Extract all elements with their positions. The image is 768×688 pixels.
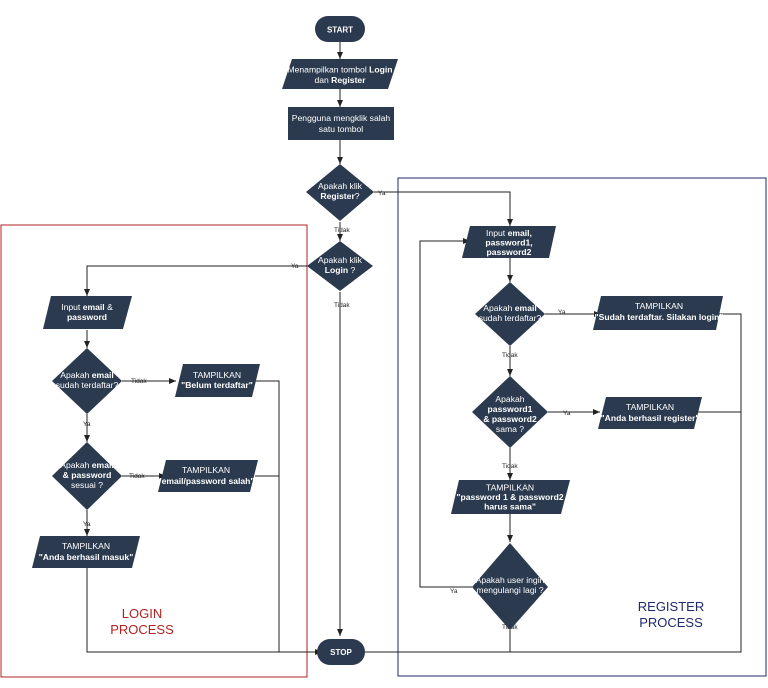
edge-label-ya: Ya [450, 588, 458, 595]
decision-register-line1: Apakah klik [318, 181, 363, 191]
login-decision-email: Apakah email sudah terdaftar? [52, 348, 122, 414]
register-decision-email-line1: Apakah email [483, 303, 537, 313]
decision-register-line2: Register? [320, 191, 359, 201]
show-wrong-password-line1: TAMPILKAN [182, 465, 230, 475]
edge-label-tidak: Tidak [131, 378, 147, 385]
register-decision-repeat: Apakah user ingin mengulangi lagi ? [472, 543, 548, 630]
edge-label-ya: Ya [563, 410, 571, 417]
user-click-node: Pengguna mengklik salah satu tombol [288, 107, 394, 140]
login-decision-email-line1: Apakah email [60, 370, 114, 380]
login-input-line2: password [67, 312, 107, 322]
register-decision-password-line4: sama ? [496, 424, 524, 434]
show-register-success-node: TAMPILKAN "Anda berhasil register" [598, 397, 702, 429]
decision-login-line1: Apakah klik [318, 255, 363, 265]
edge-label-tidak: Tidak [502, 352, 518, 359]
login-decision-password-line3: sesuai ? [71, 480, 103, 490]
show-wrong-password-node: TAMPILKAN "email/password salah" [158, 460, 258, 492]
show-login-success-line1: TAMPILKAN [62, 541, 110, 551]
show-not-registered-node: TAMPILKAN "Belum terdaftar" [175, 364, 260, 397]
show-already-registered-line2: "Sudah terdaftar. Silakan login" [595, 312, 724, 322]
edge-label-ya: Ya [378, 190, 386, 197]
decision-register: Apakah klik Register? [306, 164, 374, 221]
show-login-success-node: TAMPILKAN "Anda berhasil masuk" [32, 536, 140, 568]
register-decision-repeat-line2: mengulangi lagi ? [476, 585, 544, 595]
show-already-registered-node: TAMPILKAN "Sudah terdaftar. Silakan logi… [593, 296, 723, 330]
show-must-match-line1: TAMPILKAN [486, 483, 534, 493]
start-label: START [327, 26, 353, 35]
show-wrong-password-line2: "email/password salah" [158, 476, 255, 486]
show-must-match-line2: "password 1 & password2 [456, 492, 563, 502]
register-decision-password: Apakah password1 & password2 sama ? [472, 376, 548, 448]
edge-label-ya: Ya [291, 263, 299, 270]
register-decision-password-line2: password1 [488, 404, 533, 414]
show-must-match-node: TAMPILKAN "password 1 & password2 harus … [451, 480, 570, 514]
stop-node: STOP [317, 639, 365, 665]
register-input-line2: password1, [485, 238, 532, 248]
show-already-registered-line1: TAMPILKAN [635, 301, 683, 311]
login-process-group [0, 224, 308, 678]
start-node: START [315, 16, 365, 42]
register-group-label: REGISTER [638, 599, 704, 614]
register-input-line3: password2 [487, 247, 532, 257]
show-register-success-line1: TAMPILKAN [626, 402, 674, 412]
login-input-line1: Input email & [61, 302, 113, 312]
register-input-line1: Input email, [486, 228, 532, 238]
show-buttons-line2: dan Register [314, 75, 366, 85]
register-decision-email-line2: sudah terdaftar? [479, 313, 542, 323]
register-input-node: Input email, password1, password2 [462, 226, 556, 258]
show-buttons-node: Menampilkan tombol Login dan Register [282, 59, 398, 89]
login-decision-password-line2: & password [63, 470, 112, 480]
show-must-match-line3: harus sama" [484, 502, 536, 512]
login-decision-password-line1: Apakah email [60, 460, 114, 470]
show-login-success-line2: "Anda berhasil masuk" [39, 552, 134, 562]
decision-login-line2: Login ? [325, 265, 356, 275]
login-decision-email-line2: sudah terdaftar? [56, 380, 119, 390]
edge-label-ya: Ya [83, 421, 91, 428]
register-group-label: PROCESS [639, 615, 703, 630]
stop-label: STOP [330, 648, 352, 657]
edge-label-tidak: Tidak [129, 473, 145, 480]
edges [84, 42, 742, 655]
login-group-label: PROCESS [110, 622, 174, 637]
show-register-success-line2: "Anda berhasil register" [601, 413, 700, 423]
user-click-line1: Pengguna mengklik salah [292, 113, 391, 123]
show-buttons-line1: Menampilkan tombol Login [287, 65, 392, 75]
edge-label-ya: Ya [558, 309, 566, 316]
show-not-registered-line2: "Belum terdaftar" [181, 380, 253, 390]
edge-label-tidak: Tidak [334, 227, 350, 234]
user-click-line2: satu tombol [319, 124, 364, 134]
edge-label-tidak: Tidak [502, 463, 518, 470]
decision-login: Apakah klik Login ? [307, 241, 373, 291]
show-not-registered-line1: TAMPILKAN [193, 370, 241, 380]
edge-label-ya: Ya [83, 521, 91, 528]
login-input-node: Input email & password [43, 296, 132, 329]
register-decision-email: Apakah email sudah terdaftar? [475, 282, 545, 346]
register-decision-password-line1: Apakah [495, 394, 524, 404]
register-decision-repeat-line1: Apakah user ingin [476, 575, 545, 585]
login-group-label: LOGIN [122, 606, 162, 621]
register-process-group [397, 177, 767, 677]
edge-label-tidak: Tidak [334, 302, 350, 309]
register-decision-password-line3: & password2 [483, 414, 537, 424]
login-decision-password: Apakah email & password sesuai ? [52, 442, 122, 510]
